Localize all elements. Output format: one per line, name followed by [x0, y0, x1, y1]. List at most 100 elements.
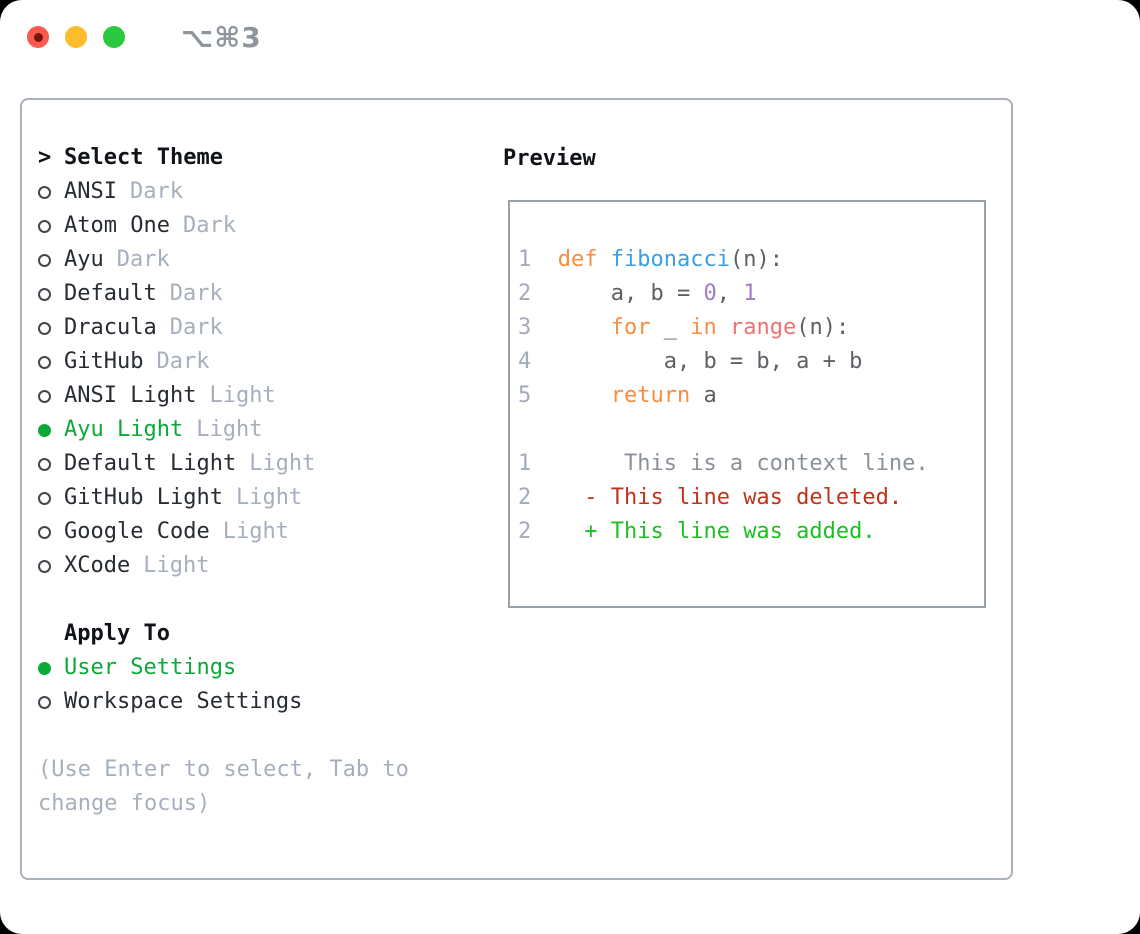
line-number	[518, 417, 531, 442]
line-number: 2	[518, 485, 558, 510]
code-token: a	[690, 383, 717, 408]
code-token: fibonacci	[610, 247, 730, 272]
variant-tag: Dark	[182, 213, 236, 238]
code-line: 2 a, b = 0, 1	[518, 277, 984, 311]
diff-line-context: 1 This is a context line.	[518, 447, 984, 481]
window-title: ⌥⌘3	[181, 20, 262, 54]
select-theme-header: > Select Theme	[38, 141, 478, 175]
code-token: range	[729, 315, 797, 340]
apply-to-label: Apply To	[64, 621, 170, 646]
theme-option-ansi[interactable]: ANSI Dark	[38, 175, 478, 209]
zoom-button[interactable]	[103, 26, 125, 48]
option-label: Dracula	[64, 315, 157, 340]
code-token: in	[690, 315, 717, 340]
option-label: GitHub	[64, 349, 144, 374]
code-line: 1 def fibonacci(n):	[518, 243, 984, 277]
hint-text: (Use Enter to select, Tab to change focu…	[38, 757, 409, 816]
option-label: Google Code	[64, 519, 210, 544]
minimize-button[interactable]	[65, 26, 87, 48]
close-button[interactable]	[27, 26, 49, 48]
option-label: Ayu	[64, 247, 104, 272]
radio-icon[interactable]	[38, 695, 64, 709]
titlebar[interactable]: ⌥⌘3	[0, 0, 1140, 74]
variant-tag: Dark	[169, 315, 223, 340]
code-token: 1	[743, 281, 757, 306]
radio-icon[interactable]	[38, 321, 64, 335]
code-token: def	[557, 247, 598, 272]
variant-tag: Dark	[156, 349, 210, 374]
radio-icon[interactable]	[38, 525, 64, 539]
theme-option-github[interactable]: GitHub Dark	[38, 345, 478, 379]
variant-tag: Light	[143, 553, 210, 578]
code-token: + This line was added.	[584, 519, 876, 544]
code-token: a, b = b, a + b	[557, 349, 863, 374]
theme-option-google-code[interactable]: Google Code Light	[38, 515, 478, 549]
variant-tag: Light	[222, 519, 289, 544]
radio-icon[interactable]	[38, 389, 64, 403]
diff-line-deleted: 2 - This line was deleted.	[518, 481, 984, 515]
theme-option-atom-one[interactable]: Atom One Dark	[38, 209, 478, 243]
theme-option-dracula[interactable]: Dracula Dark	[38, 311, 478, 345]
radio-icon[interactable]	[38, 185, 64, 199]
theme-option-xcode[interactable]: XCode Light	[38, 549, 478, 583]
unsaved-dot-icon	[33, 32, 43, 42]
code-line: 5 return a	[518, 379, 984, 413]
theme-option-ayu-light[interactable]: Ayu Light Light	[38, 413, 478, 447]
option-label: Atom One	[64, 213, 170, 238]
apply-to-header: Apply To	[38, 617, 478, 651]
select-theme-label: Select Theme	[64, 145, 223, 170]
radio-icon[interactable]	[38, 491, 64, 505]
code-token: 0	[703, 281, 717, 306]
radio-icon[interactable]	[38, 457, 64, 471]
variant-tag: Dark	[169, 281, 223, 306]
option-label: ANSI	[64, 179, 117, 204]
option-label: GitHub Light	[64, 485, 223, 510]
option-label: ANSI Light	[64, 383, 197, 408]
code-token	[558, 485, 585, 510]
line-number: 2	[518, 281, 558, 306]
radio-icon[interactable]	[38, 287, 64, 301]
radio-icon[interactable]	[38, 219, 64, 233]
variant-tag: Light	[196, 417, 263, 442]
code-token	[558, 519, 585, 544]
theme-option-ayu[interactable]: Ayu Dark	[38, 243, 478, 277]
radio-selected-icon[interactable]	[38, 661, 64, 675]
code-token: This is a context line.	[557, 451, 929, 476]
line-number: 1	[518, 247, 558, 272]
radio-selected-icon[interactable]	[38, 423, 64, 437]
code-line: 4 a, b = b, a + b	[518, 345, 984, 379]
radio-icon[interactable]	[38, 355, 64, 369]
apply-option-user-settings[interactable]: User Settings	[38, 651, 478, 685]
code-token: (n):	[729, 247, 783, 272]
code-token: _	[650, 315, 691, 340]
code-line: 3 for _ in range(n):	[518, 311, 984, 345]
line-number: 3	[518, 315, 558, 340]
apply-option-workspace-settings[interactable]: Workspace Settings	[38, 685, 478, 719]
code-token: ,	[716, 281, 744, 306]
variant-tag: Dark	[116, 247, 170, 272]
focus-caret-icon: >	[38, 145, 52, 170]
line-number: 4	[518, 349, 558, 374]
variant-tag: Dark	[129, 179, 183, 204]
blank-line	[518, 413, 984, 447]
option-label: Ayu Light	[64, 417, 184, 442]
code-token	[598, 247, 611, 272]
option-label: User Settings	[64, 655, 237, 680]
preview-header: Preview	[503, 145, 596, 171]
option-label: XCode	[64, 553, 131, 578]
code-token	[558, 315, 611, 340]
radio-icon[interactable]	[38, 559, 64, 573]
code-token	[717, 315, 730, 340]
variant-tag: Light	[249, 451, 316, 476]
line-number: 1	[518, 451, 558, 476]
radio-icon[interactable]	[38, 253, 64, 267]
